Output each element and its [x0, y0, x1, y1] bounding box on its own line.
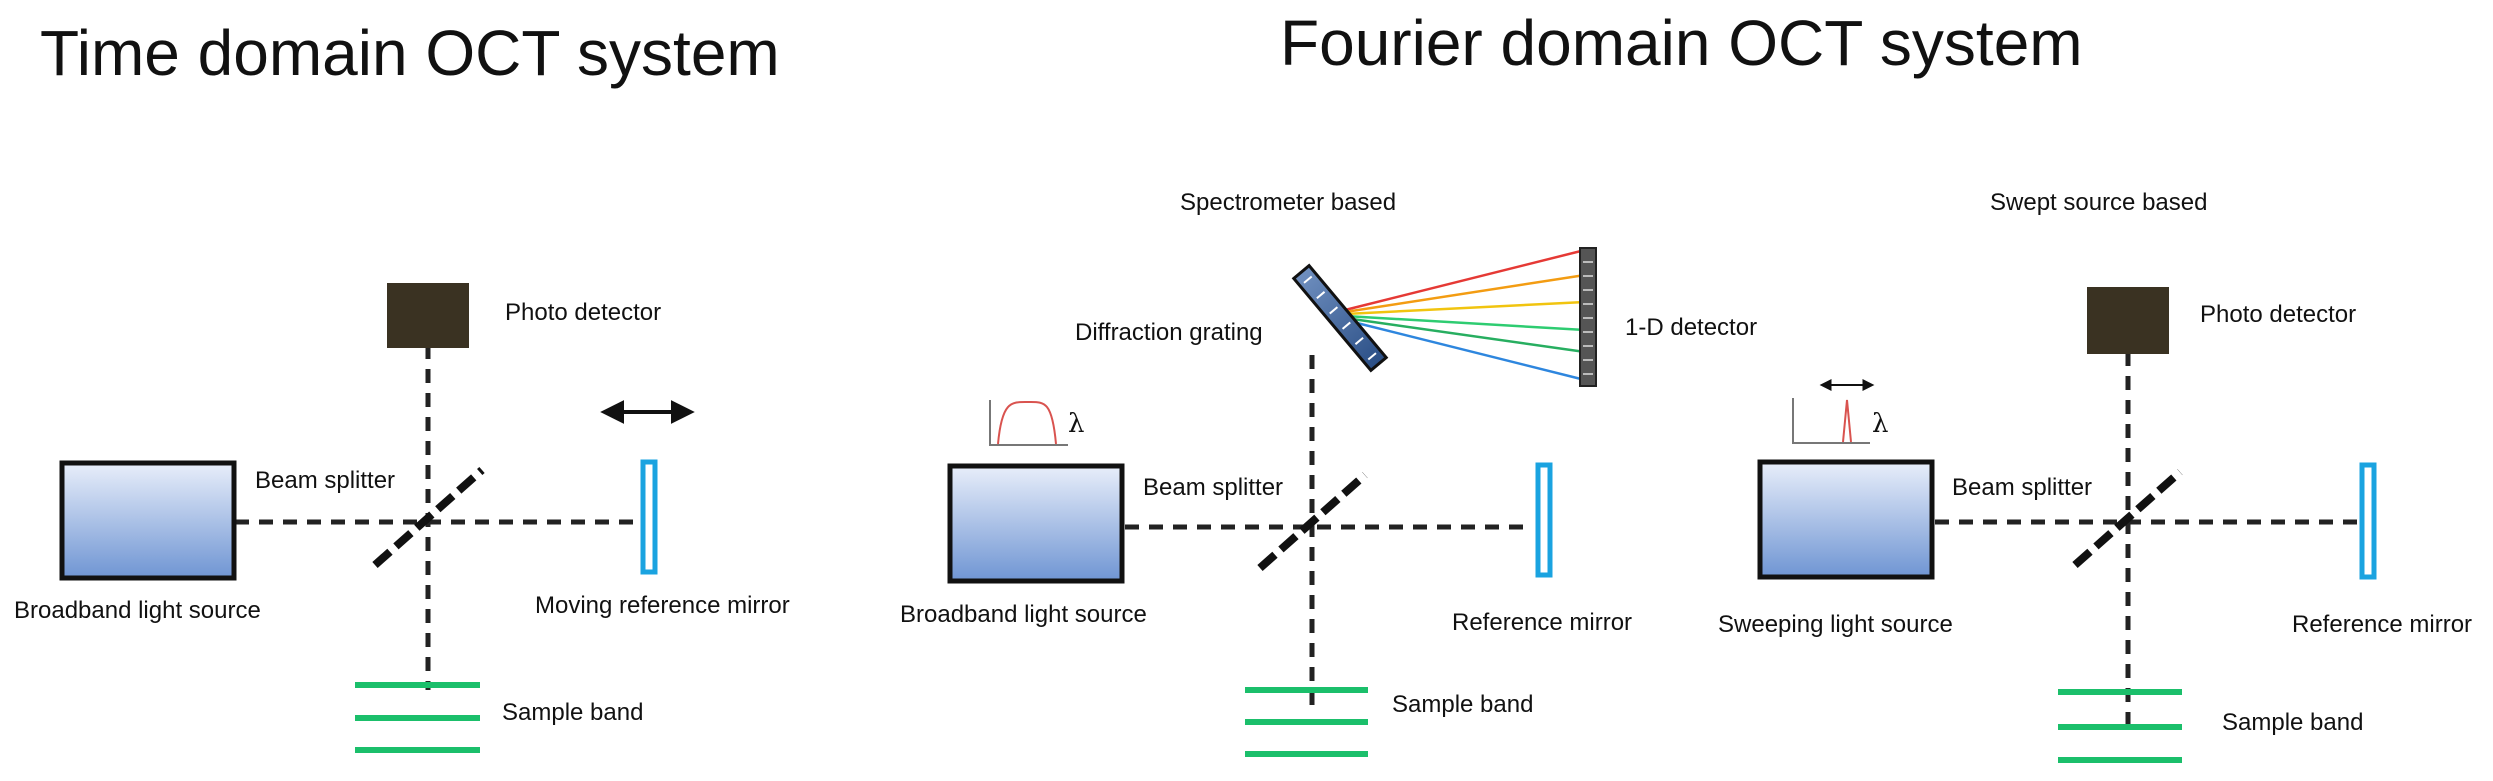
panel-spectrometer-based: Spectrometer based Diffraction grating	[900, 189, 1757, 757]
beam-splitter	[2072, 469, 2183, 568]
moving-reference-mirror	[640, 459, 658, 575]
label-light-source: Broadband light source	[14, 597, 261, 624]
label-light-source: Sweeping light source	[1718, 611, 1953, 638]
title-fourier-domain: Fourier domain OCT system	[1280, 7, 2083, 79]
beam-splitter	[372, 467, 485, 568]
label-1d-detector: 1-D detector	[1625, 314, 1757, 341]
one-d-detector	[1579, 247, 1597, 387]
label-reference-mirror: Reference mirror	[2292, 611, 2472, 638]
photo-detector	[2087, 287, 2169, 354]
ray-yellow	[1344, 300, 1586, 316]
broadband-spectrum-inset: λ	[989, 400, 1084, 446]
broadband-light-source	[59, 460, 237, 581]
ray-red	[1344, 248, 1586, 312]
label-light-source: Broadband light source	[900, 601, 1147, 628]
spectrum-peak	[1842, 399, 1852, 443]
swept-spectrum-inset: λ	[1792, 379, 1888, 444]
label-sample-band: Sample band	[502, 699, 643, 726]
spectrum-axes	[989, 400, 1068, 446]
label-beam-splitter: Beam splitter	[255, 467, 395, 494]
heading-swept-source: Swept source based	[1990, 189, 2207, 216]
lambda-symbol: λ	[1872, 409, 1888, 439]
label-sample-band: Sample band	[2222, 709, 2363, 736]
beam-splitter	[1257, 472, 1368, 571]
label-diffraction-grating: Diffraction grating	[1075, 319, 1263, 346]
label-photo-detector: Photo detector	[505, 299, 661, 326]
label-photo-detector: Photo detector	[2200, 301, 2356, 328]
spectral-rays	[1344, 248, 1586, 382]
lambda-symbol: λ	[1068, 409, 1084, 439]
spectrum-curve	[997, 400, 1057, 445]
label-moving-mirror: Moving reference mirror	[535, 592, 790, 619]
spectrum-axes	[1792, 398, 1870, 444]
panel-swept-source-based: Swept source based Photo detector λ Swee…	[1718, 189, 2472, 763]
ray-green	[1344, 314, 1586, 332]
ray-dark-green	[1344, 316, 1586, 354]
label-reference-mirror: Reference mirror	[1452, 609, 1632, 636]
label-beam-splitter: Beam splitter	[1143, 474, 1283, 501]
title-time-domain: Time domain OCT system	[40, 17, 780, 89]
heading-spectrometer: Spectrometer based	[1180, 189, 1396, 216]
ray-orange	[1344, 273, 1586, 314]
reference-mirror	[2359, 462, 2377, 580]
sweeping-light-source	[1757, 459, 1935, 580]
reference-mirror	[1535, 462, 1553, 578]
label-sample-band: Sample band	[1392, 691, 1533, 718]
panel-time-domain: Photo detector Broadband light source Be…	[14, 283, 790, 753]
ray-blue	[1344, 318, 1586, 382]
label-beam-splitter: Beam splitter	[1952, 474, 2092, 501]
diffraction-grating	[1291, 263, 1389, 373]
broadband-light-source	[947, 463, 1125, 584]
photo-detector	[387, 283, 469, 348]
